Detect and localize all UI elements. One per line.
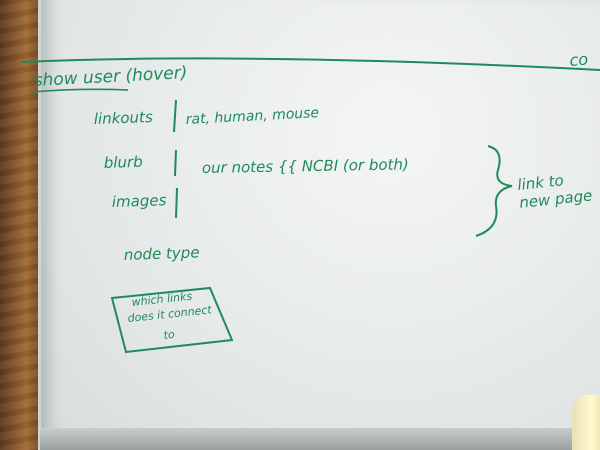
page-heading: show user (hover) <box>33 63 188 91</box>
cleaner-bottle <box>572 395 600 450</box>
top-divider-line <box>21 57 600 71</box>
row-value-linkouts: rat, human, mouse <box>185 105 319 128</box>
heading-underline <box>31 88 129 93</box>
row-value-blurb: our notes {{ NCBI (or both) <box>202 155 409 177</box>
row-label-node-type: node type <box>124 243 200 264</box>
row-label-blurb: blurb <box>104 153 143 172</box>
separator-stroke <box>174 149 177 177</box>
corner-text: co <box>569 49 589 70</box>
marker-tray <box>40 428 600 450</box>
separator-stroke <box>173 99 177 133</box>
box-outline <box>110 286 234 354</box>
row-label-linkouts: linkouts <box>94 108 154 128</box>
right-brace <box>475 145 513 237</box>
box-note-line1: which links <box>131 290 193 309</box>
row-label-images: images <box>112 191 167 211</box>
side-note: link tonew page <box>517 168 594 211</box>
separator-stroke <box>175 187 178 219</box>
box-note-line3: to <box>163 328 176 342</box>
